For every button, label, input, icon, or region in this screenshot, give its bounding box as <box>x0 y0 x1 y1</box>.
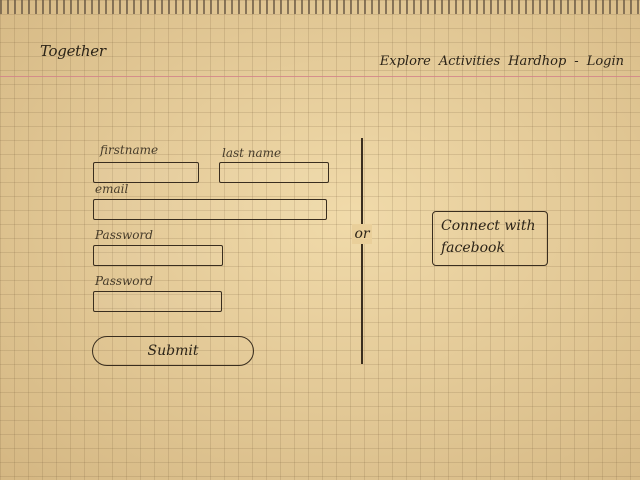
password-label: Password <box>95 228 153 242</box>
or-separator: or <box>352 224 372 244</box>
firstname-label: firstname <box>100 143 159 157</box>
submit-button[interactable]: Submit <box>92 336 254 366</box>
lastname-label: last name <box>222 146 282 160</box>
nav-separator: - <box>574 54 579 69</box>
password-confirm-field[interactable] <box>93 291 222 312</box>
password-confirm-label: Password <box>95 274 153 288</box>
nav-explore[interactable]: Explore <box>379 54 431 69</box>
email-field[interactable] <box>93 199 327 220</box>
top-nav: Explore Activities Hardhop - Login <box>380 54 624 69</box>
facebook-button-line1: Connect with <box>441 218 536 234</box>
email-label: email <box>95 182 129 196</box>
nav-activities[interactable]: Activities <box>438 54 501 69</box>
vertical-divider <box>361 138 363 364</box>
nav-login[interactable]: Login <box>586 54 624 69</box>
facebook-button-line2: facebook <box>441 240 505 256</box>
facebook-connect-button[interactable]: Connect with facebook <box>432 211 548 266</box>
nav-hardhop[interactable]: Hardhop <box>508 54 567 69</box>
firstname-field[interactable] <box>93 162 199 183</box>
notebook-spiral <box>0 0 640 14</box>
lastname-field[interactable] <box>219 162 329 183</box>
header-rule <box>0 76 640 77</box>
brand-logo[interactable]: Together <box>40 42 106 60</box>
password-field[interactable] <box>93 245 223 266</box>
